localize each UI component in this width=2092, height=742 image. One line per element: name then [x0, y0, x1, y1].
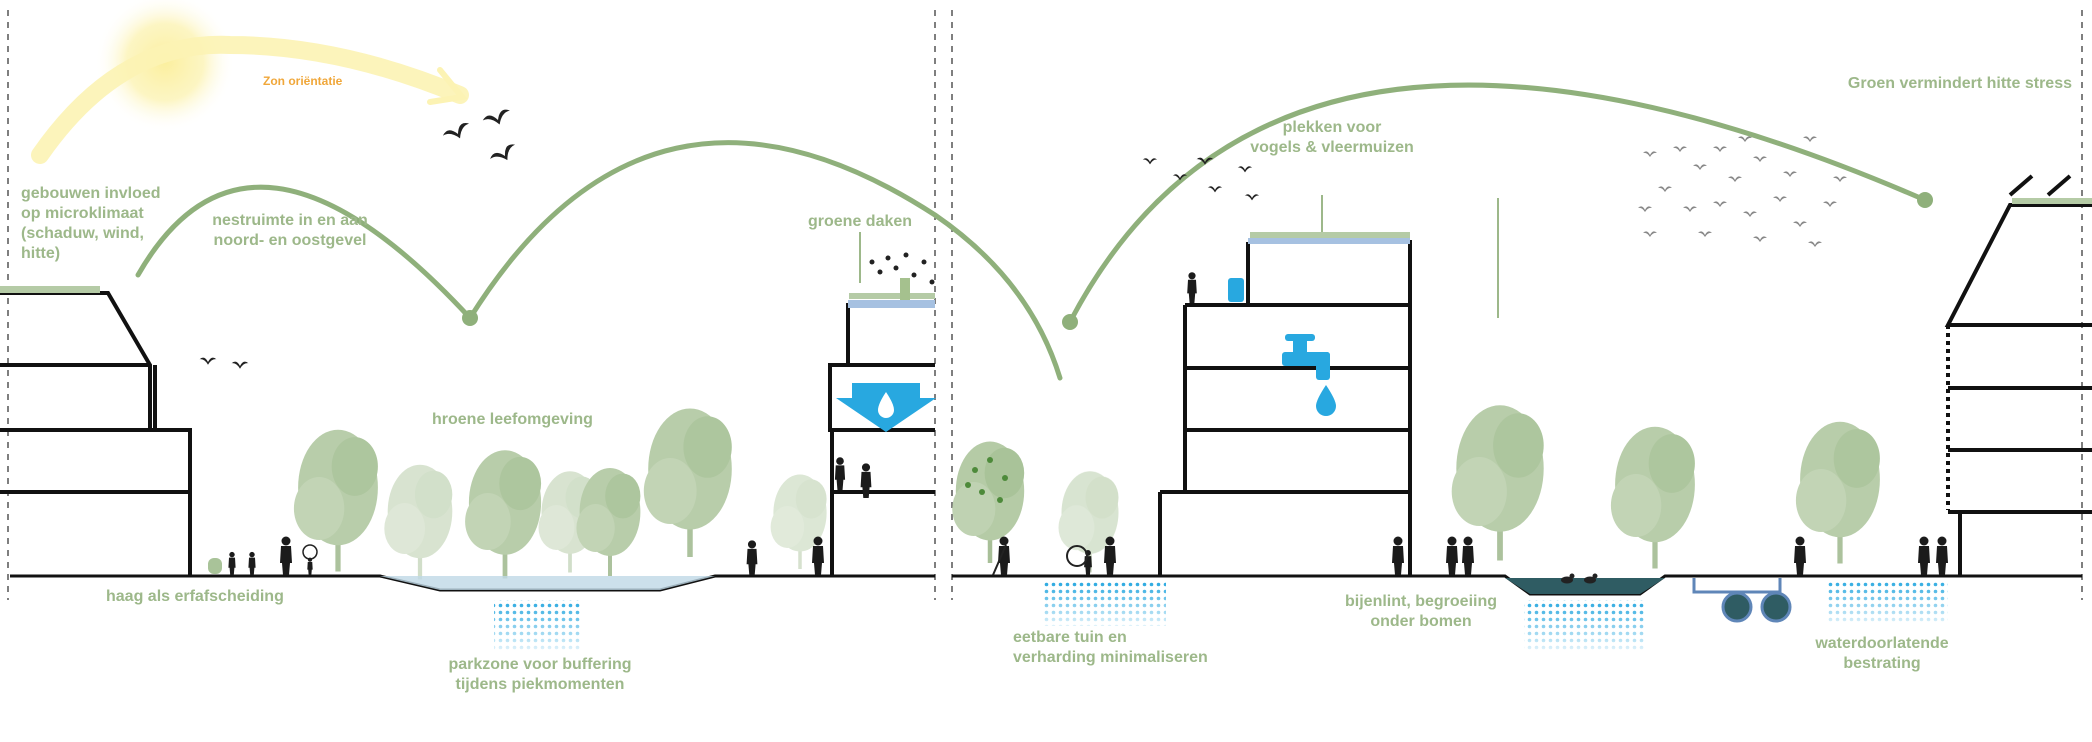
nesting-label: nestruimte in en aan noord- en oostgevel — [212, 212, 368, 249]
left-building-roof-green — [0, 286, 100, 293]
rain-arrow-icon — [836, 383, 936, 432]
water-drop-icon — [1316, 385, 1336, 416]
tall-building-roof-water — [1248, 238, 1410, 244]
heat-stress-label: Groen vermindert hitte stress — [1847, 75, 2072, 92]
roof-water-layer — [848, 300, 935, 308]
microclimate-label: gebouwen invloed op microklimaat (schadu… — [21, 185, 161, 262]
tree-group-left — [293, 408, 827, 580]
bird-flock-roof — [869, 252, 935, 285]
right-building — [1944, 174, 2092, 575]
arc-node-2 — [1062, 314, 1078, 330]
left-building — [0, 291, 192, 575]
tall-building-green-roof — [1250, 232, 1410, 238]
birds-bats-label: plekken voor vogels & vleermuizen — [1250, 119, 1414, 156]
wadi-water — [1505, 578, 1665, 594]
hoop-toy — [1066, 545, 1088, 567]
ladder — [992, 544, 1007, 576]
sun-icon — [31, 0, 469, 164]
permeable-paving-label: waterdoorlatende bestrating — [1815, 635, 1949, 672]
rain-barrel — [1228, 278, 1244, 302]
bird-swarm-grey — [1638, 136, 1847, 247]
park-buffer-label: parkzone voor buffering tijdens piekmome… — [448, 656, 632, 693]
infiltration-dots — [494, 580, 1948, 650]
arc-node-1 — [462, 310, 478, 326]
edible-garden-label: eetbare tuin en verharding minimaliseren — [1013, 629, 1208, 666]
hedge-label: haag als erfafscheiding — [106, 588, 284, 605]
tall-building — [1158, 240, 1412, 575]
roof-chimney — [900, 278, 910, 300]
park-water — [380, 576, 715, 590]
sun-orientation-label: Zon oriëntatie — [263, 74, 343, 88]
green-arcs — [135, 82, 1928, 381]
fruit-tree — [952, 441, 1025, 563]
green-roofs-label: groene daken — [808, 213, 913, 230]
green-roof-building — [828, 303, 935, 575]
bee-ribbon-label: bijenlint, begroeiing onder bomen — [1345, 593, 1497, 630]
arc-node-3 — [1917, 192, 1933, 208]
water-tap-icon — [1282, 334, 1330, 380]
hedge — [208, 558, 222, 574]
culvert-pipes — [1692, 578, 1792, 623]
right-building-green-roof — [2012, 198, 2092, 204]
duck-icon — [1561, 573, 1598, 584]
green-living-label: hroene leefomgeving — [432, 411, 593, 428]
green-roof-surface — [849, 293, 935, 299]
hoop-toy-left — [302, 544, 318, 560]
